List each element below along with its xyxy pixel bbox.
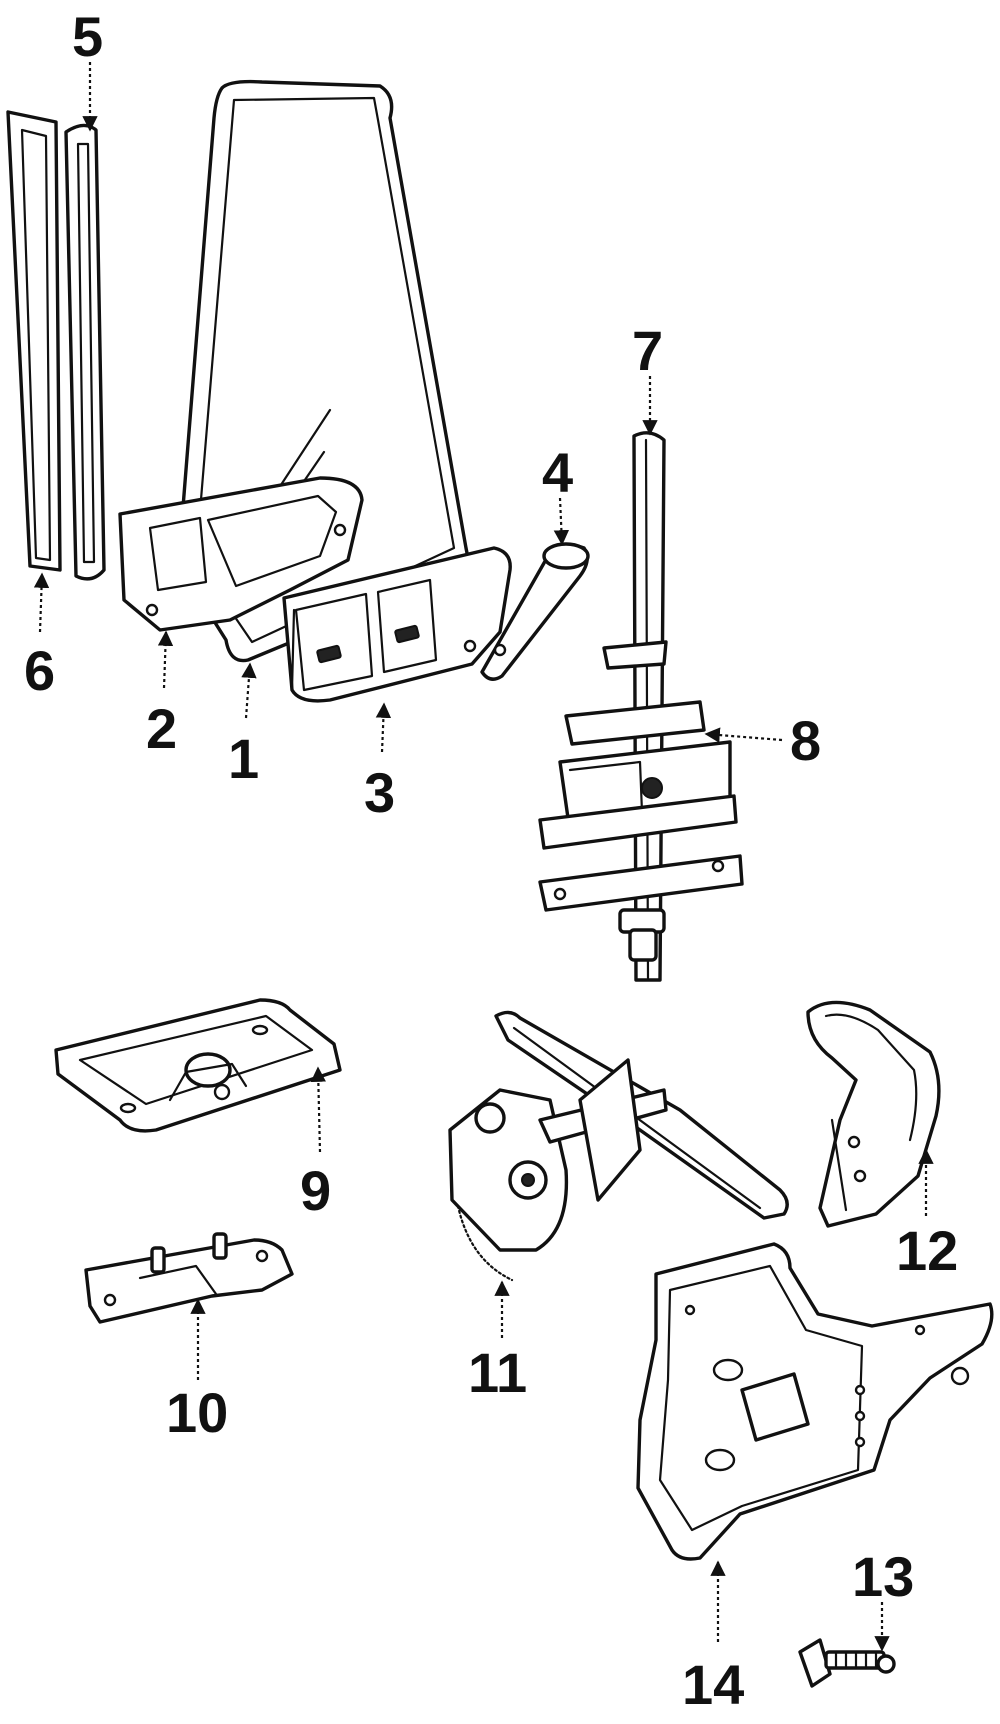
callout-7: 7: [632, 319, 663, 382]
callout-8: 8: [790, 709, 821, 772]
callout-6: 6: [24, 639, 55, 702]
part-12-pivot-bracket: [806, 1000, 941, 1228]
callout-2: 2: [146, 697, 177, 760]
part-14-reinforcement-panel: [636, 1242, 994, 1561]
part-10-mounting-plate: [84, 1232, 294, 1324]
leader-6: [33, 572, 50, 633]
callout-10: 10: [166, 1381, 228, 1444]
leader-4: [553, 497, 570, 546]
leader-2: [157, 630, 174, 689]
callout-12: 12: [896, 1219, 958, 1282]
leader-3: [375, 702, 392, 753]
part-2-glass-channel: [118, 476, 364, 632]
leader-8: [704, 727, 783, 743]
callout-4: 4: [542, 441, 573, 504]
part-3-glass-bracket: [282, 546, 512, 703]
leader-1: [241, 662, 257, 719]
callout-11: 11: [468, 1341, 527, 1404]
leader-lines: [33, 62, 934, 1652]
callout-5: 5: [72, 5, 103, 68]
part-6-outer-weatherstrip: [6, 110, 62, 572]
part-5-inner-weatherstrip: [64, 123, 106, 581]
part-8-bracket-stack: [538, 640, 744, 962]
part-9-regulator-bracket: [54, 998, 342, 1133]
part-13-bolt: [798, 1638, 896, 1688]
callout-1: 1: [228, 727, 259, 790]
callout-13: 13: [852, 1545, 914, 1608]
callout-14: 14: [682, 1653, 744, 1716]
part-11-window-regulator: [448, 1010, 789, 1282]
leader-9: [310, 1066, 327, 1153]
callout-3: 3: [364, 761, 395, 824]
callout-9: 9: [300, 1159, 331, 1222]
part-4-guide: [480, 542, 590, 681]
callout-labels: 1 2 3 4 5 6 7 8 9 10 11 12 13 14: [24, 5, 958, 1716]
